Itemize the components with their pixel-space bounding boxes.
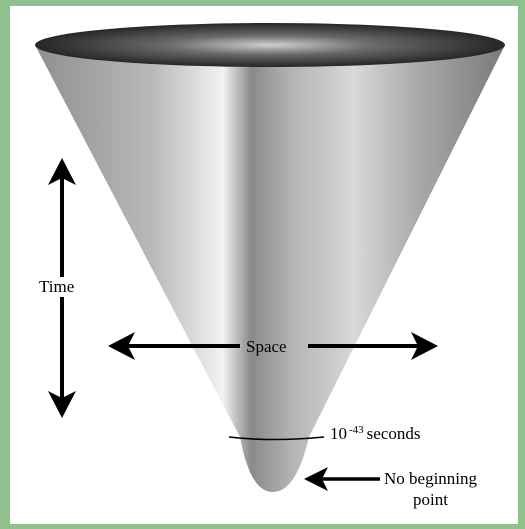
no-beginning-line-1: No beginning	[384, 469, 478, 488]
space-arrow-icon	[108, 332, 438, 360]
planck-exponent: -43	[349, 424, 364, 436]
no-beginning-line-2: point	[413, 490, 448, 509]
no-beginning-label: No beginning point	[384, 468, 477, 510]
pointer-arrow-icon	[304, 467, 380, 491]
cone-top-ellipse	[35, 23, 505, 67]
cone-body	[35, 45, 505, 492]
planck-unit: seconds	[366, 424, 421, 443]
space-label: Space	[246, 337, 287, 356]
planck-base: 10	[330, 424, 347, 443]
planck-time-line	[228, 436, 325, 441]
time-label: Time	[37, 277, 77, 297]
